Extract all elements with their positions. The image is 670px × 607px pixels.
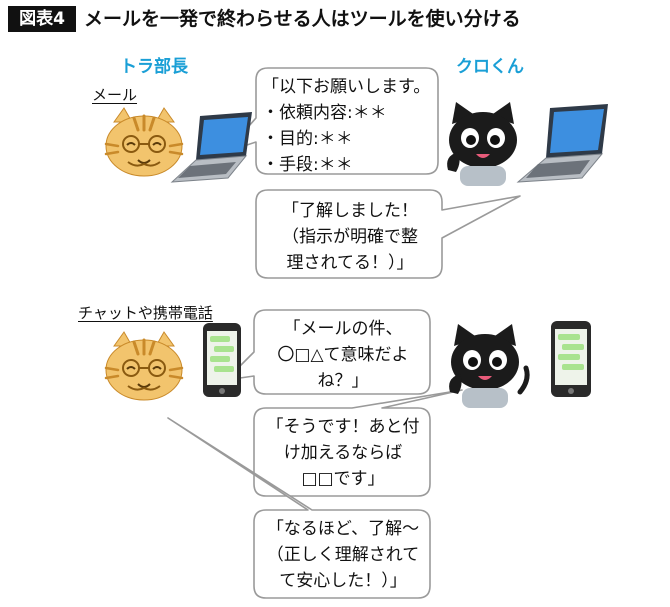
tiger-boss-icon bbox=[104, 107, 184, 177]
smartphone-icon bbox=[551, 321, 591, 397]
boss-name-label: トラ部長 bbox=[120, 57, 188, 77]
black-cat-icon bbox=[447, 102, 517, 186]
tiger-boss-icon bbox=[104, 331, 184, 401]
figure-label: 図表4 bbox=[8, 6, 76, 32]
figure-title: メールを一発で終わらせる人はツールを使い分ける bbox=[84, 8, 521, 30]
bubble-reply3 bbox=[167, 417, 431, 599]
bubble-reply3-text: 「なるほど、了解～ （正しく理解されて て安心した！）」 bbox=[266, 519, 420, 591]
bubble-question-text: 「メールの件、 〇□△て意味だよ ね？」 bbox=[277, 319, 409, 391]
bubble-reply1-text: 「了解しました！ （指示が明確で整 理されてる！）」 bbox=[282, 201, 418, 273]
black-cat-icon bbox=[449, 324, 530, 408]
smartphone-icon bbox=[203, 323, 241, 397]
laptop-icon bbox=[170, 112, 252, 183]
bubble-reply2-text: 「そうです！あと付 け加えるならば □□です」 bbox=[266, 417, 420, 489]
bubble-request-text: 「以下お願いします。 ・依頼内容:＊＊ ・目的:＊＊ ・手段:＊＊ bbox=[262, 77, 431, 175]
bubble-question bbox=[225, 309, 431, 395]
bubble-request bbox=[225, 67, 439, 175]
bubble-reply1 bbox=[255, 189, 521, 279]
section-label-email: メール bbox=[92, 86, 138, 104]
kuro-name-label: クロくん bbox=[456, 57, 524, 77]
laptop-icon bbox=[516, 104, 608, 183]
bubble-reply2 bbox=[253, 389, 463, 497]
section-label-chat: チャットや携帯電話 bbox=[78, 304, 213, 322]
